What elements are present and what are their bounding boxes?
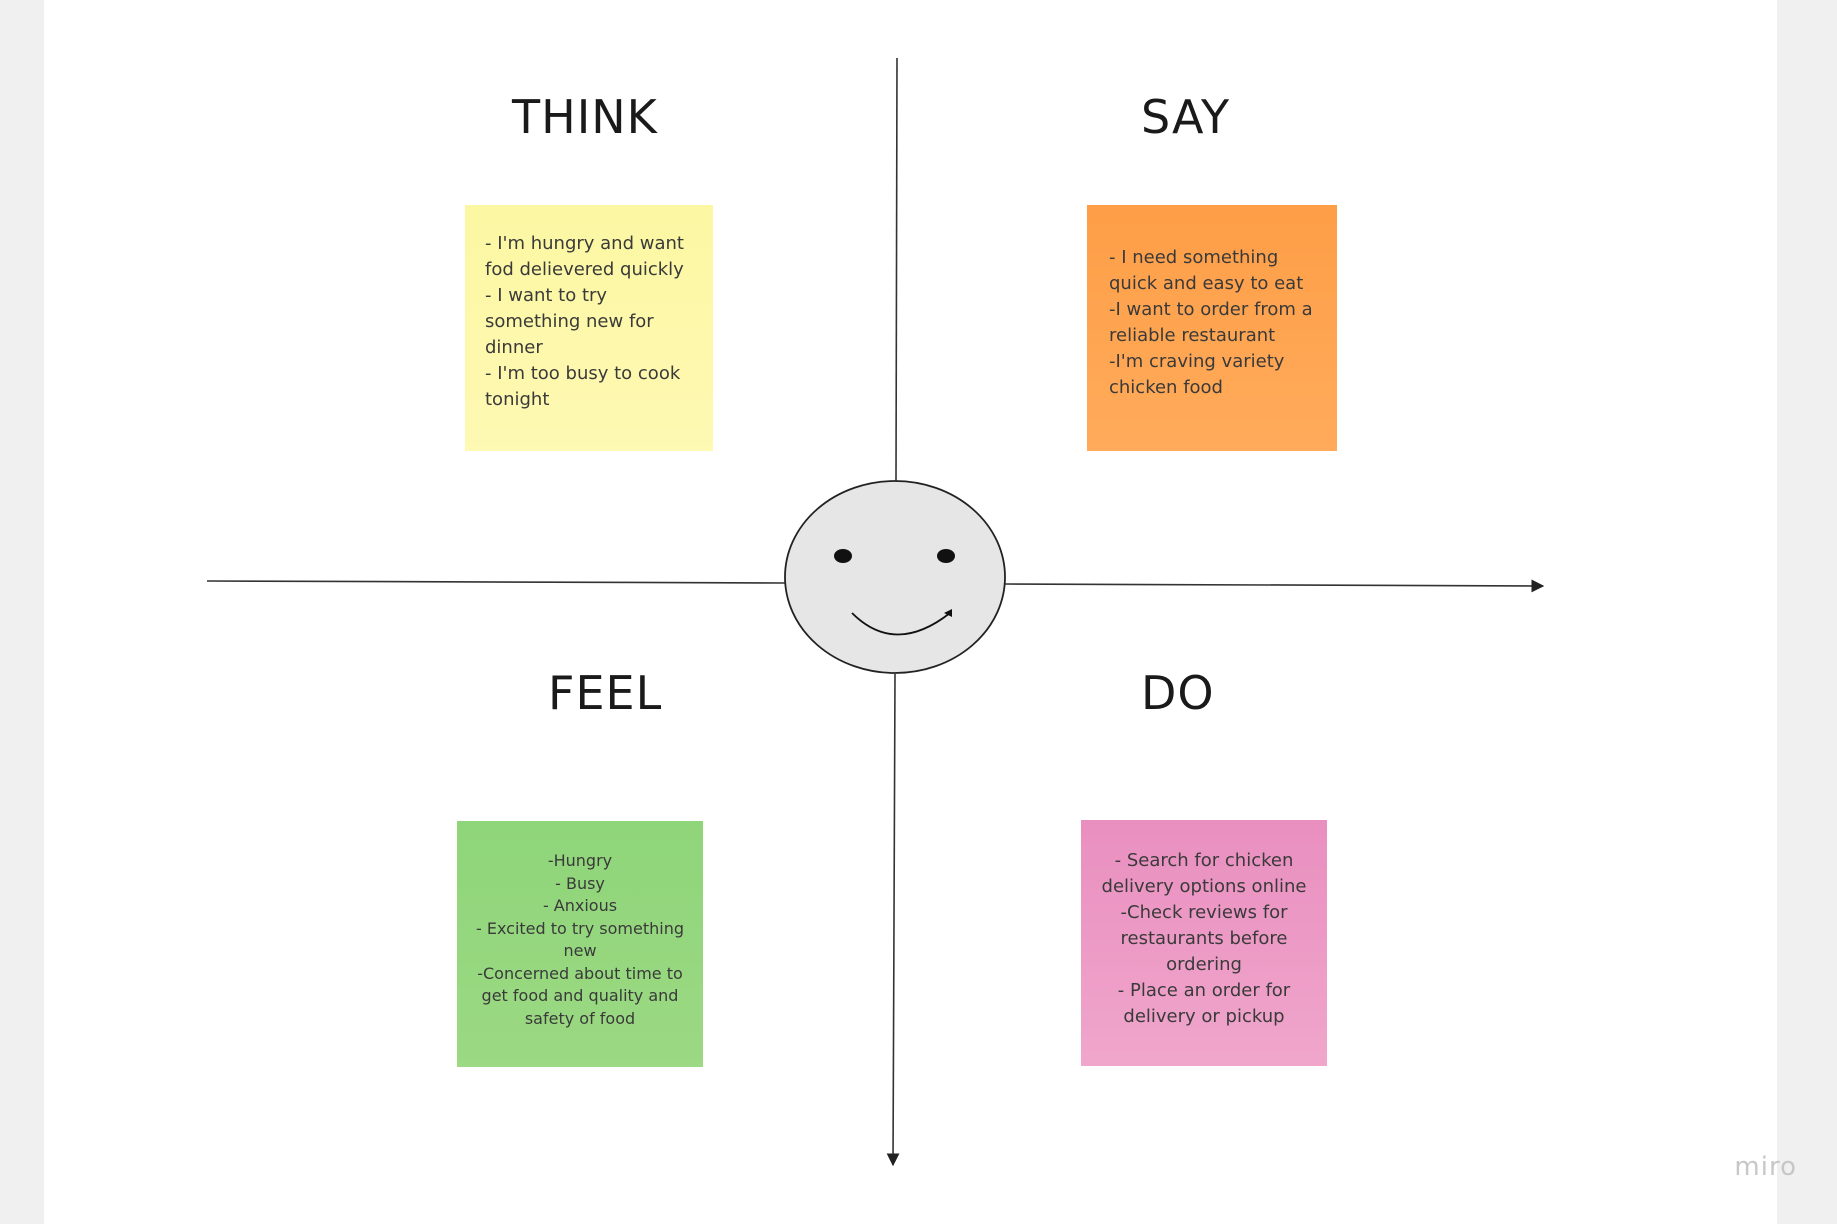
feel-sticky-note[interactable]: -Hungry - Busy - Anxious - Excited to tr… bbox=[457, 821, 703, 1073]
think-title: THINK bbox=[512, 90, 658, 144]
say-title: SAY bbox=[1141, 90, 1231, 144]
miro-watermark: miro bbox=[1734, 1152, 1797, 1182]
say-sticky-note[interactable]: - I need something quick and easy to eat… bbox=[1087, 205, 1337, 457]
left-eye-icon bbox=[834, 549, 852, 563]
horizontal-axis-right bbox=[1004, 579, 1545, 593]
vertical-axis-bottom bbox=[886, 673, 900, 1167]
do-sticky-note[interactable]: - Search for chicken delivery options on… bbox=[1081, 820, 1327, 1072]
feel-title: FEEL bbox=[548, 666, 663, 720]
think-sticky-note[interactable]: - I'm hungry and want fod delievered qui… bbox=[465, 205, 713, 457]
smiley-face-icon bbox=[784, 480, 1006, 674]
horizontal-axis-left bbox=[206, 580, 786, 584]
smile-mouth-icon bbox=[851, 612, 951, 636]
vertical-axis-top bbox=[895, 57, 898, 482]
right-eye-icon bbox=[937, 549, 955, 563]
smile-tip-icon bbox=[944, 609, 952, 617]
do-title: DO bbox=[1141, 666, 1215, 720]
